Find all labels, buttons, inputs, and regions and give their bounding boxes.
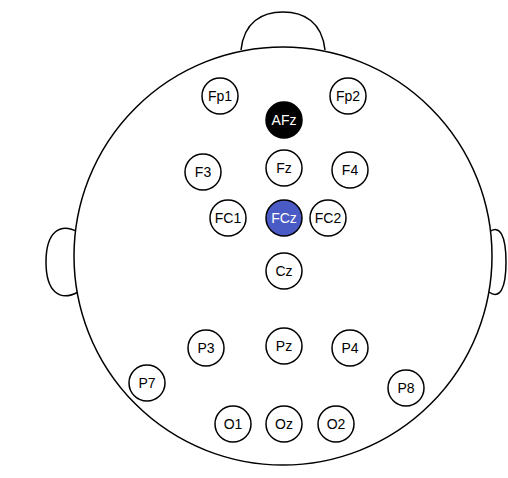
- electrode-label: Fp2: [336, 89, 360, 103]
- electrode: FC1: [209, 199, 247, 237]
- electrode: AFz: [265, 101, 303, 139]
- electrode-label: FC2: [315, 211, 341, 225]
- electrode-label: FCz: [271, 211, 297, 225]
- electrode: P4: [331, 329, 369, 367]
- electrode: Fp2: [329, 77, 367, 115]
- electrode: O1: [214, 405, 252, 443]
- electrode: Oz: [265, 405, 303, 443]
- left-ear: [46, 228, 78, 296]
- electrode: Pz: [265, 327, 303, 365]
- nose: [241, 12, 325, 50]
- electrode: Fp1: [201, 77, 239, 115]
- electrode: P3: [187, 329, 225, 367]
- electrode: P7: [128, 364, 166, 402]
- electrode: FCz: [265, 199, 303, 237]
- electrode-label: FC1: [215, 211, 241, 225]
- electrode-label: P4: [341, 341, 358, 355]
- electrode: O2: [317, 405, 355, 443]
- electrode-label: O1: [224, 417, 243, 431]
- electrode: Fz: [265, 149, 303, 187]
- electrode-label: Fz: [276, 161, 292, 175]
- electrode: FC2: [309, 199, 347, 237]
- electrode: F3: [184, 153, 222, 191]
- electrode: P8: [387, 369, 425, 407]
- electrode-label: Pz: [276, 339, 292, 353]
- electrode: F4: [331, 151, 369, 189]
- electrode-label: O2: [327, 417, 346, 431]
- electrode-label: AFz: [272, 113, 297, 127]
- electrode-label: Fp1: [208, 89, 232, 103]
- electrode: Cz: [265, 252, 303, 290]
- electrode-label: F3: [195, 165, 211, 179]
- electrode-label: P7: [138, 376, 155, 390]
- electrode-label: Cz: [275, 264, 292, 278]
- electrode-label: P3: [197, 341, 214, 355]
- head-circle: [74, 47, 492, 465]
- electrode-label: Oz: [275, 417, 293, 431]
- electrode-label: F4: [342, 163, 358, 177]
- electrode-label: P8: [397, 381, 414, 395]
